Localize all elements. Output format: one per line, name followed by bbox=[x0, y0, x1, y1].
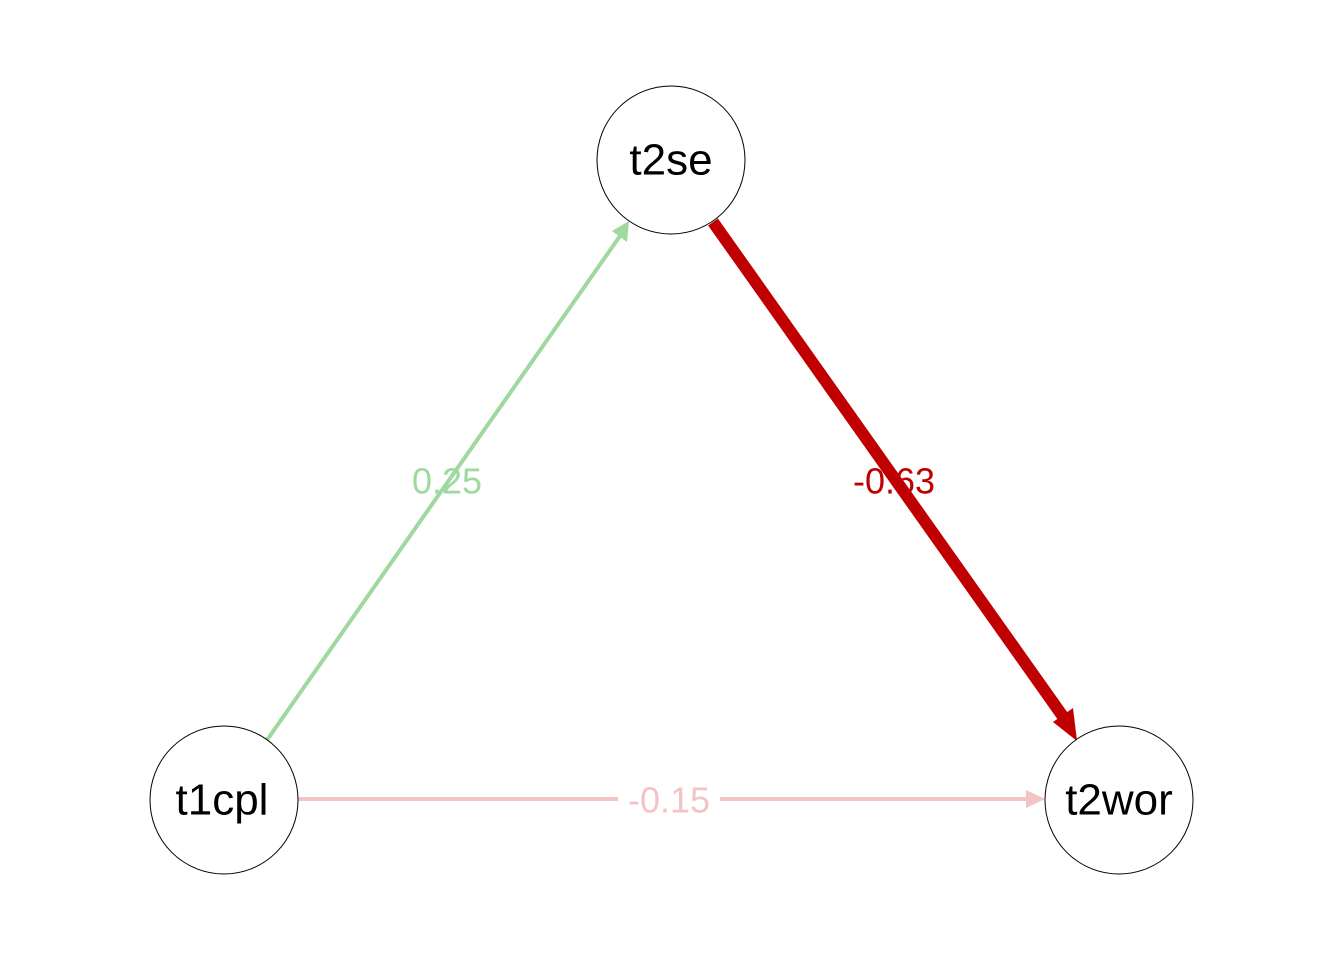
arrowhead-t1cpl-t2se bbox=[612, 221, 629, 242]
node-circle-t1cpl bbox=[149, 725, 299, 875]
node-label-t2wor: t2wor bbox=[1065, 776, 1173, 825]
node-label-t2se: t2se bbox=[629, 136, 712, 185]
edge-t2se-t2wor: -0.63 bbox=[708, 218, 1077, 741]
edge-t1cpl-t2wor: -0.15 bbox=[298, 780, 1045, 821]
edge-label-t1cpl-t2wor: -0.15 bbox=[628, 780, 710, 821]
edge-line-t2se-t2wor bbox=[708, 218, 1069, 722]
edge-line-t1cpl-t2se bbox=[265, 234, 622, 742]
node-circle-t2se bbox=[596, 85, 746, 235]
edge-label-bg-t1cpl-t2wor bbox=[618, 784, 720, 814]
edge-label-t2se-t2wor: -0.63 bbox=[853, 461, 935, 502]
node-t1cpl: t1cpl bbox=[149, 725, 299, 875]
arrowhead-t1cpl-t2wor bbox=[1026, 790, 1045, 808]
node-circle-t2wor bbox=[1044, 725, 1194, 875]
node-label-t1cpl: t1cpl bbox=[176, 776, 269, 825]
node-t2wor: t2wor bbox=[1044, 725, 1194, 875]
edge-label-t1cpl-t2se: 0.25 bbox=[412, 461, 482, 502]
node-t2se: t2se bbox=[596, 85, 746, 235]
arrowhead-t2se-t2wor bbox=[1053, 708, 1077, 741]
edge-t1cpl-t2se: 0.25 bbox=[265, 221, 629, 742]
